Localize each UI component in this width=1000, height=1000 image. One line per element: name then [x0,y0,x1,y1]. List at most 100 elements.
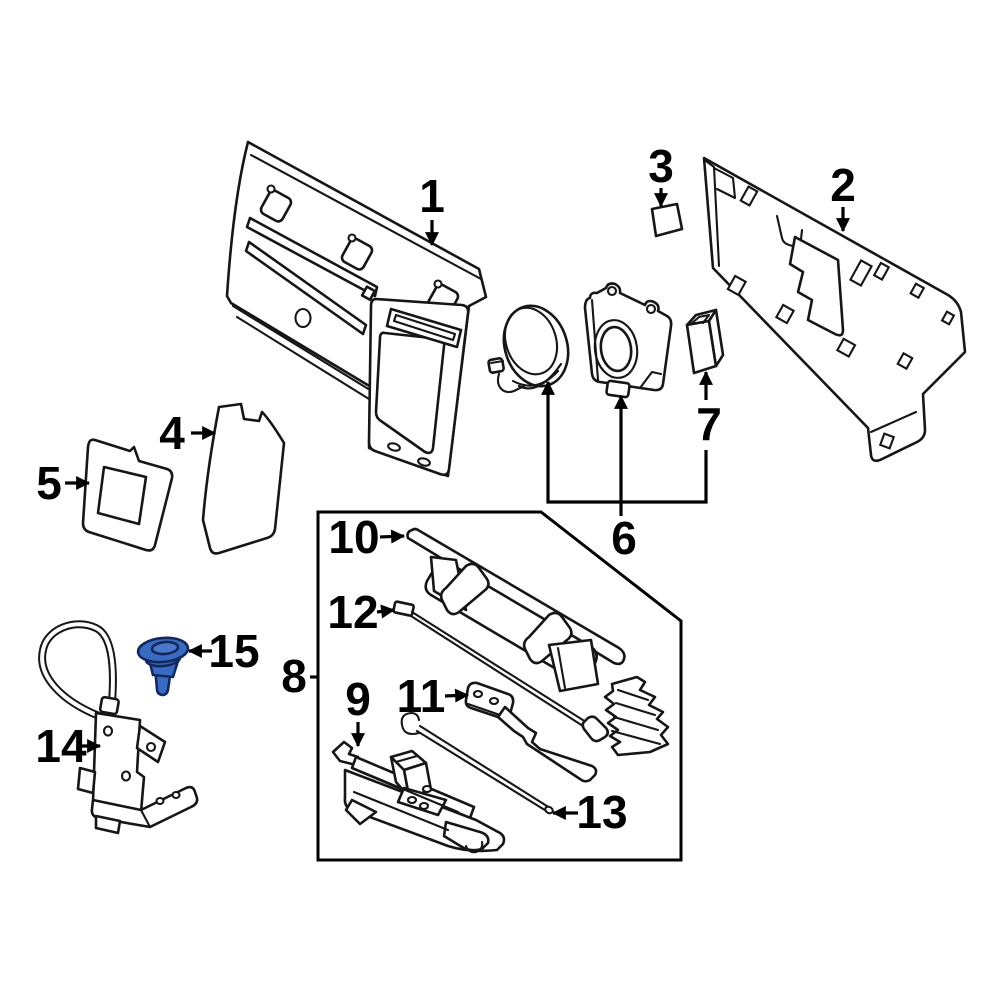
rod12-tip [392,600,415,617]
panel-top-edge-line [249,153,483,281]
callout-label-10[interactable]: 10 [328,511,379,563]
fastener-inner-ring [150,640,180,656]
part-12-jack-rod[interactable] [392,600,610,743]
callout-label-3[interactable]: 3 [648,140,674,192]
wheel-chock[interactable] [603,675,670,757]
plate-hole-3 [120,770,132,782]
window-oval-hole-1 [387,442,401,452]
insulator-top-tab [712,166,737,200]
part-3-pad[interactable] [650,202,684,238]
callout-label-12[interactable]: 12 [327,586,378,638]
bag-strap-1 [439,562,490,616]
part-1-trim-panel[interactable] [225,140,488,478]
callout-leader-6-1 [541,380,708,504]
bracket-bottom-cutout [605,379,631,399]
bracket-oval-opening [599,325,633,373]
plate-hole-2 [145,741,157,753]
clip-tab-2 [340,237,374,271]
bracket-lower-lip [94,814,122,835]
chock-fold-1 [616,688,650,702]
bag-strap-2 [522,611,573,665]
callout-label-6[interactable]: 6 [611,512,637,564]
callout-label-2[interactable]: 2 [830,159,856,211]
jack-foot [442,820,490,852]
plate-hole-1 [102,725,114,737]
panel4-outline [201,402,286,555]
callout-label-7[interactable]: 7 [696,398,722,450]
callout-label-9[interactable]: 9 [345,673,371,725]
bag-flap-bottom [547,638,600,693]
callout-label-5[interactable]: 5 [36,457,62,509]
callout-label-4[interactable]: 4 [159,407,185,459]
wrench-head-hole-2 [488,696,500,706]
bracket-side-tab [76,766,97,795]
window-oval-hole-2 [417,457,431,467]
cutout-c [726,274,748,297]
part-7-box[interactable] [685,308,725,375]
box7-inner-lines [689,313,711,326]
part-9-scissor-jack[interactable] [331,740,506,854]
callout-label-1[interactable]: 1 [419,170,445,222]
part-6-speaker-bracket[interactable] [583,282,673,399]
speaker-cone-inner [503,306,559,376]
cable-loop-inner [40,622,115,718]
part-5-panel[interactable] [81,438,174,552]
part-10-jack-handle-bag[interactable] [406,527,626,693]
panel-round-hole [294,307,312,329]
clip-tab-1 [259,189,293,223]
jack-inner-line-2 [352,790,450,832]
jack-block-line [394,754,419,764]
panel5-opening [96,465,148,526]
callout-label-8[interactable]: 8 [281,650,307,702]
cutout-f [848,259,874,287]
chock-outline [603,675,670,757]
jack-hole-2 [418,801,430,811]
panel-small-square [360,285,377,302]
callout-label-15[interactable]: 15 [208,625,259,677]
part-15-fastener-highlighted[interactable] [136,636,190,697]
bracket-plate [91,711,146,814]
cutout-h [909,282,926,300]
part-11-lug-wrench[interactable] [464,681,598,783]
jack-inner-line-1 [360,770,460,814]
part-4-panel[interactable] [201,402,286,555]
jack-saddle-plate [396,786,448,817]
jack-foot-roller [464,840,484,854]
bracket-step-line [638,370,663,390]
cutout-a [739,185,759,207]
foot-slot [878,432,896,450]
cutout-d [774,303,796,325]
jack-hole-3 [421,784,433,794]
part-2-insulator-panel[interactable] [702,156,967,463]
chock-fold-3 [612,715,660,732]
speaker-wire [497,372,526,394]
speaker-rim-1 [511,369,560,387]
callout-label-13[interactable]: 13 [576,786,627,838]
part-14-bracket-cable[interactable] [38,620,199,835]
clip-tab-2-hole [347,233,357,243]
cutout-e [835,337,857,358]
speaker-connector-line [489,359,505,365]
panel-slot-1 [245,216,379,298]
part-6-speaker[interactable] [487,297,578,394]
wrench-head-hole-1 [472,689,484,699]
wrench-head-edge [466,702,502,717]
cutout-large-blob [788,235,845,337]
kit-box-outline [316,510,683,862]
panel-flange-line-2 [235,315,371,401]
hook-rod-tip [544,805,554,815]
callout-label-14[interactable]: 14 [35,720,87,772]
clip-tab-1-hole [266,184,276,194]
bracket-ear-hole-1 [606,285,618,297]
part-8-tool-kit-box[interactable] [316,510,683,862]
speaker-rim-2 [517,362,563,390]
callout-label-11[interactable]: 11 [397,670,446,722]
cutout-g [872,261,891,281]
callout-leader-11 [444,688,470,703]
bracket-left-line [590,298,600,382]
rod12-ferrule [581,715,610,743]
panel-flange-line-1 [231,304,372,392]
foot-hole-2 [171,790,181,800]
